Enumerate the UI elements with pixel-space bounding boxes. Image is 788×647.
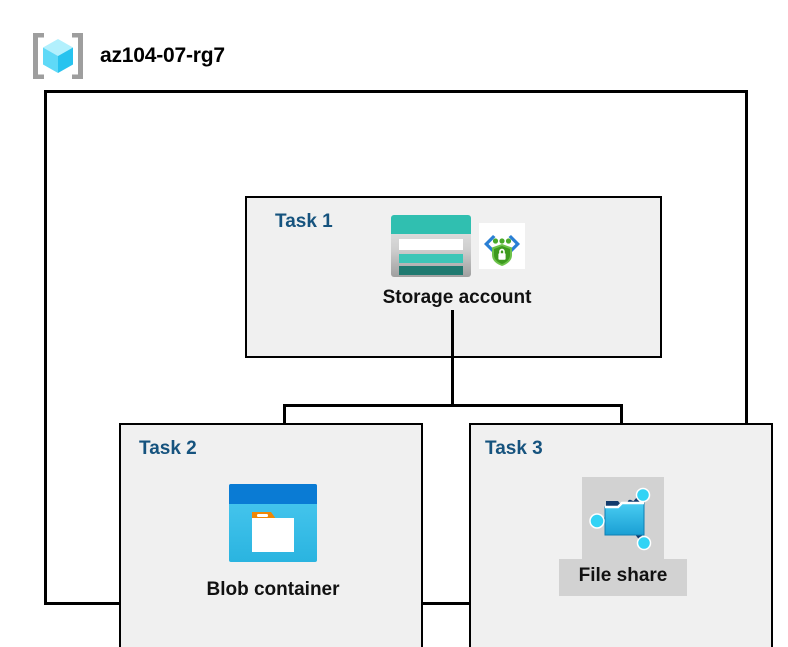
storage-icon-row	[389, 212, 525, 280]
resource-group-header: az104-07-rg7	[30, 28, 350, 84]
blob-container-icon	[229, 484, 317, 562]
task-2-box: Task 2	[119, 423, 423, 647]
file-share-icon	[589, 487, 652, 551]
blob-container-node: Blob container	[207, 480, 340, 601]
resource-group-name: az104-07-rg7	[100, 44, 225, 67]
task-1-label: Task 1	[275, 211, 333, 232]
resource-group-container: Task 1	[44, 90, 773, 647]
secure-endpoint-icon	[479, 223, 525, 269]
connector-storage-stem	[451, 310, 454, 406]
connector-horizontal-bus	[283, 404, 623, 407]
task-2-label: Task 2	[139, 438, 197, 459]
storage-account-node: Storage account	[337, 212, 577, 309]
file-share-caption: File share	[558, 559, 688, 596]
azure-resource-group-icon	[33, 33, 83, 79]
file-share-node: File share	[558, 477, 688, 596]
task-1-box: Task 1	[245, 196, 662, 358]
blob-container-caption: Blob container	[206, 579, 340, 600]
storage-account-caption: Storage account	[382, 287, 532, 308]
task-3-box: Task 3	[469, 423, 773, 647]
file-share-icon-highlight	[582, 477, 664, 559]
storage-account-icon	[391, 215, 471, 277]
task-3-label: Task 3	[485, 438, 543, 459]
